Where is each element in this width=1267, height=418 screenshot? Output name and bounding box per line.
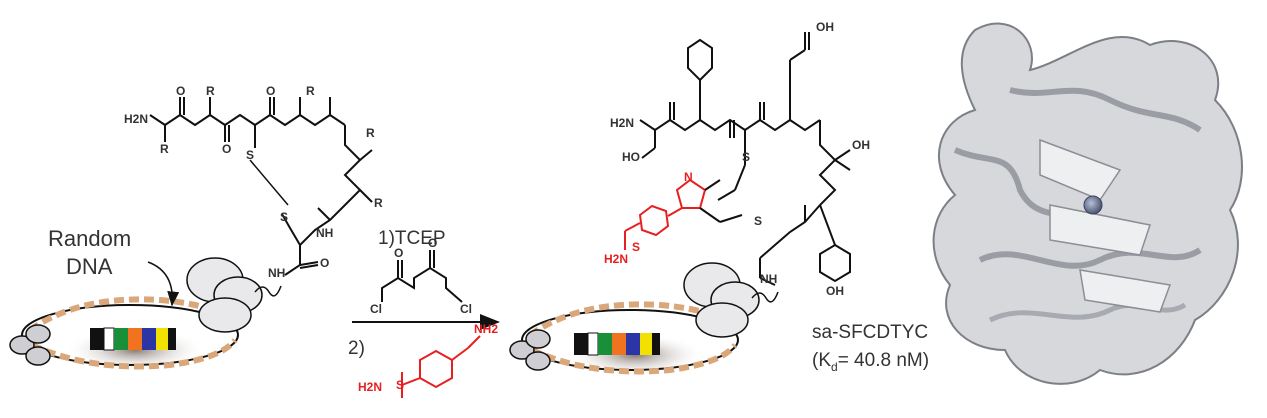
barcode-tag xyxy=(90,327,176,351)
atom-n-triazole: N xyxy=(684,170,693,184)
atom-o-3: O xyxy=(266,84,276,98)
random-dna-arrow xyxy=(147,261,180,307)
atom-nh2-hydrazine: NH2 xyxy=(474,322,499,336)
atom-r-3: R xyxy=(306,84,315,98)
atom-s-right-1: S xyxy=(742,150,751,164)
atom-hn-right: NH xyxy=(760,272,778,286)
atom-o-reagent-2: O xyxy=(428,236,438,250)
atom-nh-left: NH xyxy=(316,226,334,240)
atom-r-2: R xyxy=(206,84,215,98)
atom-o-2: O xyxy=(222,142,232,156)
dna-loop xyxy=(21,304,239,366)
kd-value: (Kd= 40.8 nM) xyxy=(812,350,929,374)
barcode-tag-right xyxy=(574,332,660,356)
peptide-right-skeleton xyxy=(639,32,851,286)
zinc-ion xyxy=(1083,195,1103,215)
kd-number: = 40.8 nM) xyxy=(837,350,930,371)
atom-s-right-sulfonamide: S xyxy=(632,240,641,254)
linker-line xyxy=(254,285,282,297)
ribosome-complex xyxy=(186,257,263,333)
atom-h2n-right: H2N xyxy=(610,116,635,130)
kd-prefix: (K xyxy=(812,350,831,371)
atom-o-1: O xyxy=(176,84,186,98)
kd-subscript: d xyxy=(831,359,838,374)
atom-h2n-sulfonamide: H2N xyxy=(358,380,383,394)
atom-s-lower: S xyxy=(280,210,289,224)
dna-library-construct-left xyxy=(9,257,282,372)
reaction-arrow-group xyxy=(352,250,500,398)
dna-library-construct-right xyxy=(509,262,779,377)
atom-h2n-right-sulfonamide: H2N xyxy=(604,252,629,266)
atom-s-upper: S xyxy=(246,148,255,162)
atom-o-reagent-1: O xyxy=(394,246,404,260)
atom-o-4: O xyxy=(320,256,330,270)
atom-s-sulfonamide: S xyxy=(396,378,405,392)
label-dna: DNA xyxy=(66,254,113,279)
atom-hn-left: NH xyxy=(268,266,286,280)
product-name: sa-SFCDTYC xyxy=(812,322,929,343)
dichloroacetone-structure xyxy=(381,250,463,303)
atom-ho-right: HO xyxy=(622,150,640,164)
atom-oh-acid: OH xyxy=(816,20,834,34)
peptide-left-skeleton xyxy=(149,97,373,276)
atom-r-5: R xyxy=(374,196,383,210)
atom-r-1: R xyxy=(160,142,169,156)
atom-cl-2: Cl xyxy=(460,302,472,316)
label-step-tcep: 1)TCEP xyxy=(378,228,446,249)
atom-oh-tyr: OH xyxy=(826,284,844,298)
protein-ribbon-structure xyxy=(932,22,1243,385)
atom-h2n-left: H2N xyxy=(124,112,149,126)
triazole-sulfonamide-linker xyxy=(624,178,707,250)
label-step-2: 2) xyxy=(348,338,365,359)
atom-s-right-2: S xyxy=(754,214,763,228)
dna-clamp-left xyxy=(9,324,51,366)
label-random: Random xyxy=(48,226,132,251)
sulfonamide-phenylhydrazine-structure xyxy=(401,335,481,398)
atom-cl-1: Cl xyxy=(370,302,382,316)
atom-r-4: R xyxy=(366,126,375,140)
atom-oh-thr: OH xyxy=(852,138,870,152)
